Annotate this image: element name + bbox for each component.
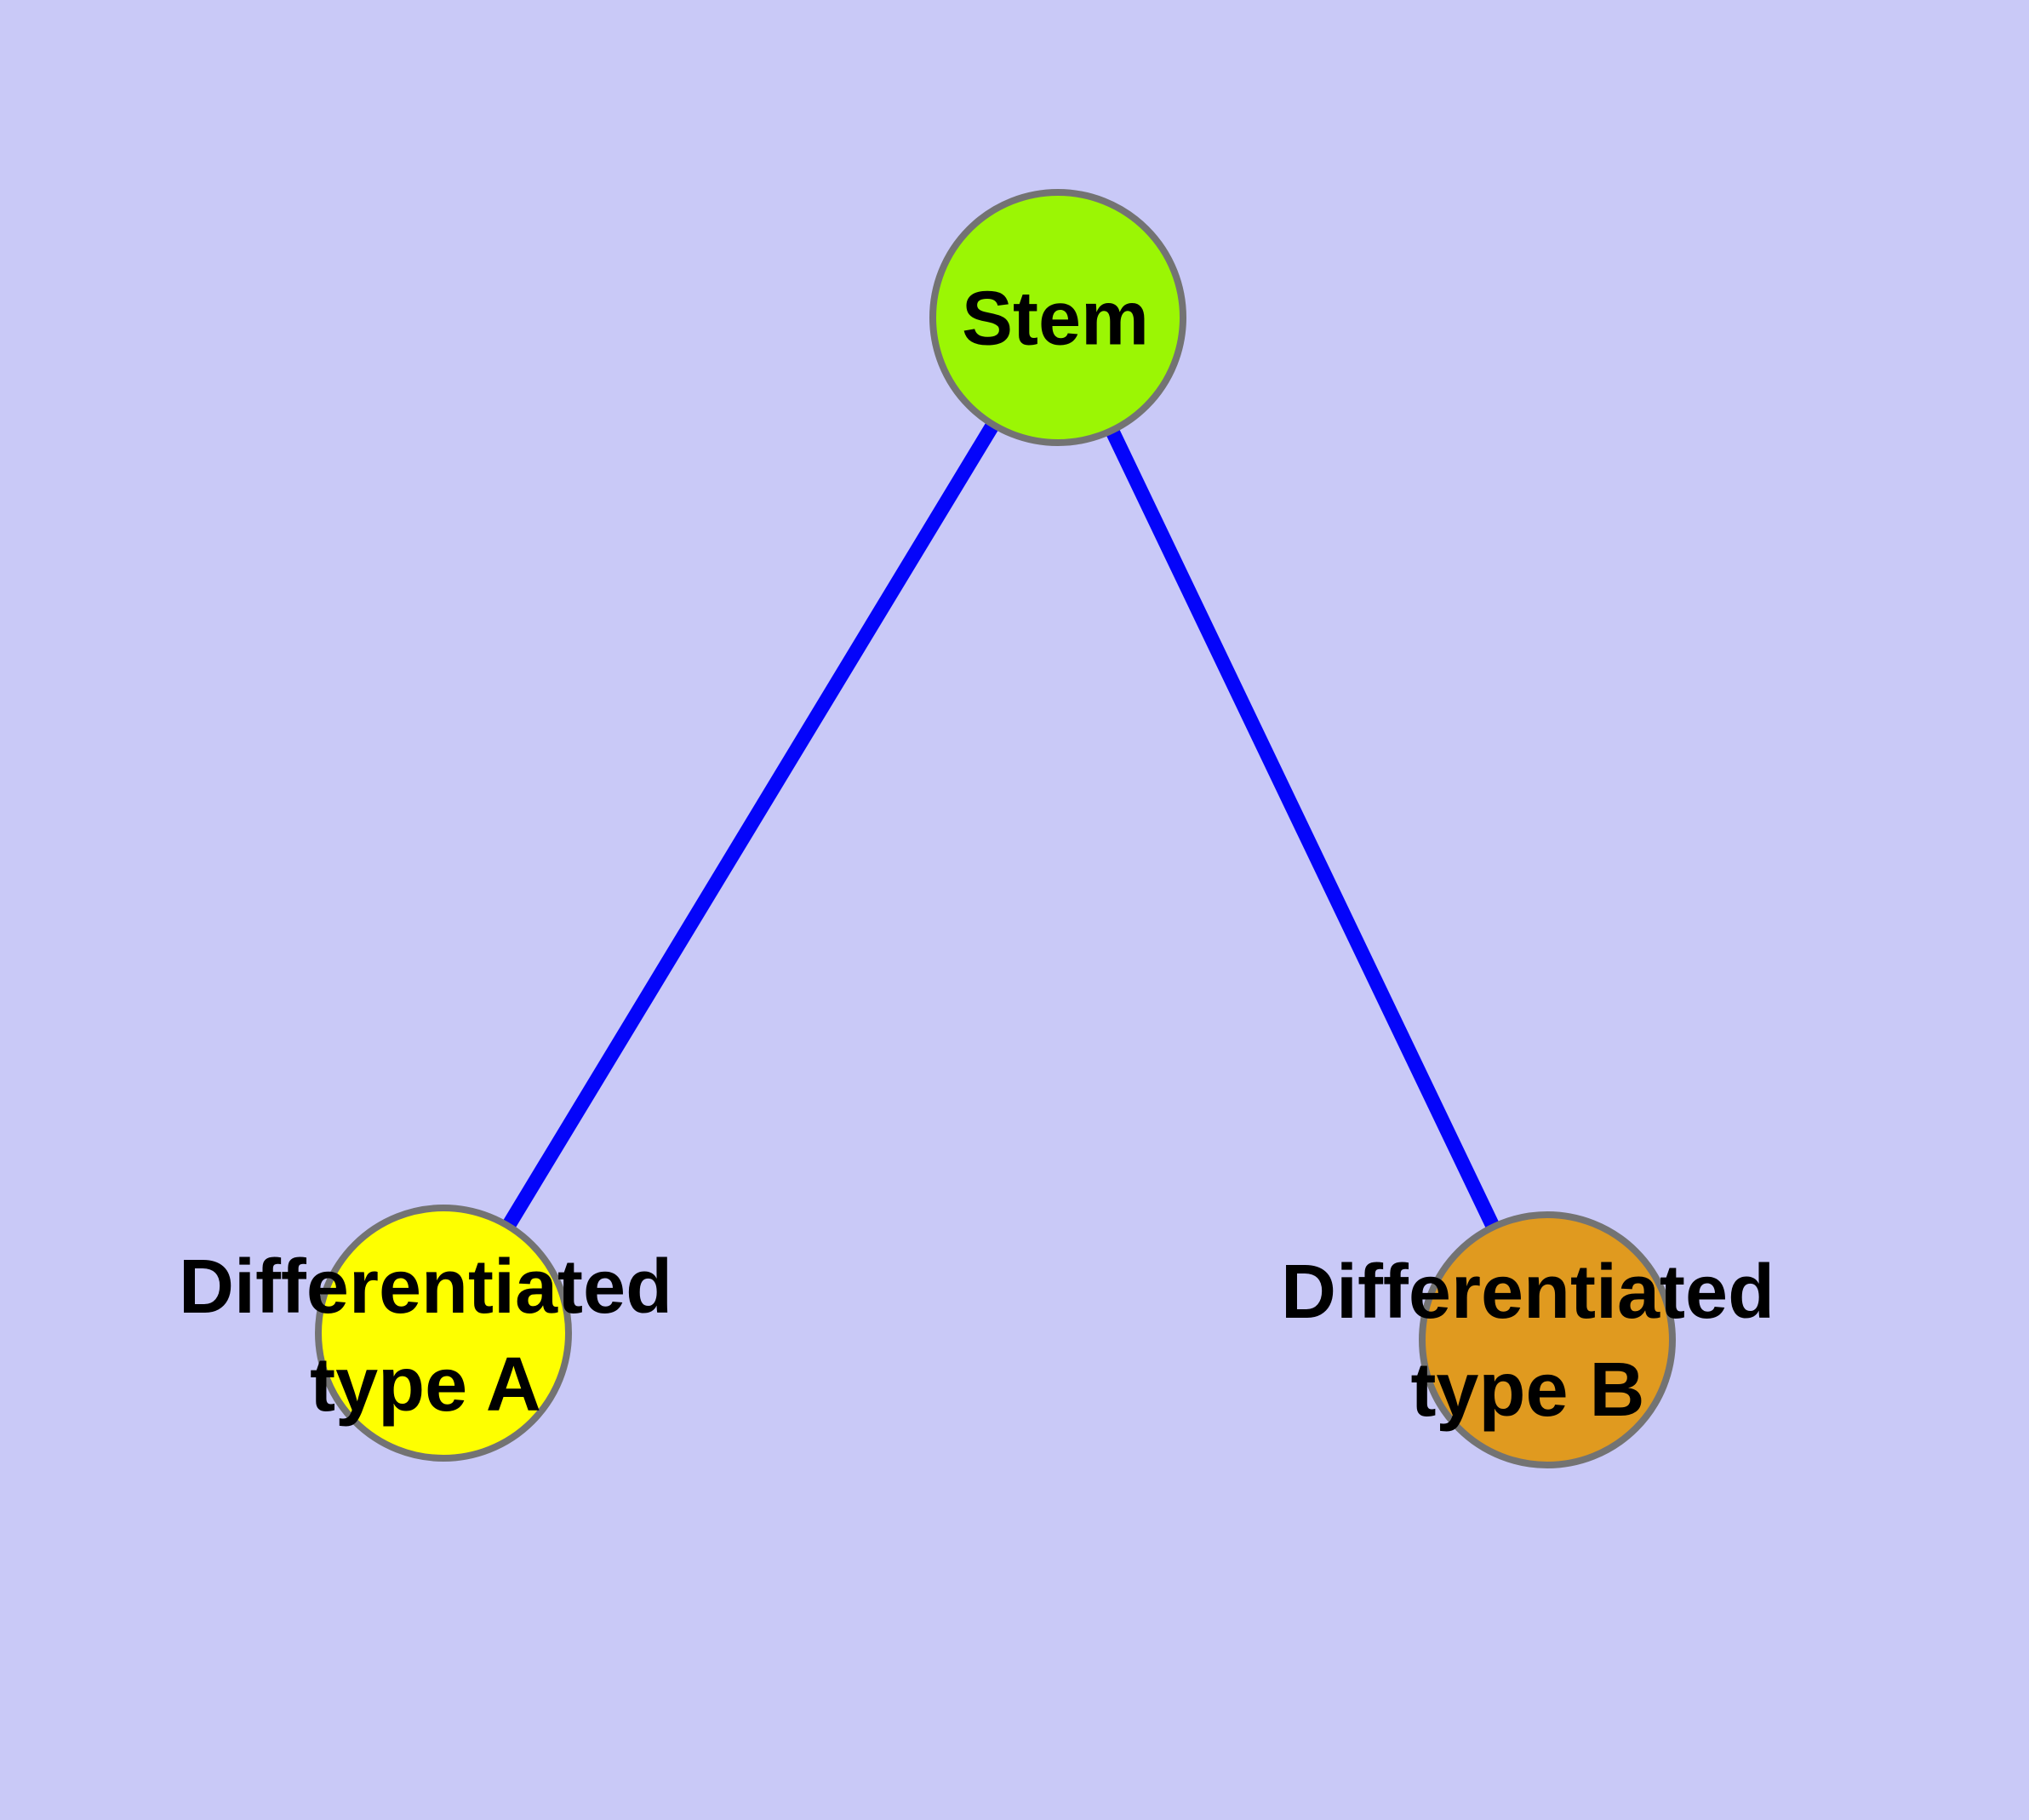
node-type-b-circle (1419, 1211, 1676, 1468)
node-type-a-circle (315, 1205, 572, 1462)
node-type-a-label-line2: type A (310, 1342, 541, 1428)
edge-stem-to-type-b (1051, 314, 1554, 1343)
node-type-b-label-line1: Differentiated (1280, 1250, 1775, 1335)
node-type-b-label-line2: type B (1410, 1348, 1645, 1433)
edge-stem-to-type-a (437, 313, 1065, 1337)
node-type-a-label: Differentiated type A (179, 1239, 672, 1434)
node-stem-circle (929, 189, 1186, 446)
node-type-b-label: Differentiated type B (1281, 1244, 1775, 1439)
node-stem-label-line1: Stem (961, 276, 1150, 362)
node-type-a-label-line1: Differentiated (178, 1245, 673, 1330)
node-stem-label: Stem (962, 271, 1149, 369)
